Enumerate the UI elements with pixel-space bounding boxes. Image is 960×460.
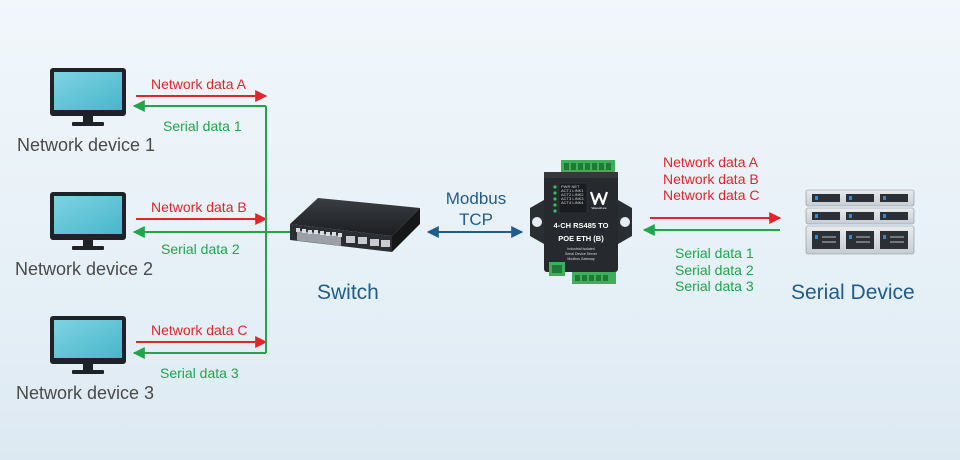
right-serial-data-2: Serial data 2	[675, 262, 754, 278]
right-network-data-c: Network data C	[663, 187, 760, 203]
network-data-c-label: Network data C	[151, 322, 248, 338]
protocol-label-line1: Modbus	[445, 189, 507, 208]
serial-device-label: Serial Device	[791, 281, 915, 304]
network-device-2-label: Network device 2	[15, 259, 154, 279]
gateway-subtitle-3: Modbus Gateway	[567, 257, 595, 261]
network-device-3-label: Network device 3	[16, 383, 155, 403]
gateway-device-icon	[530, 160, 632, 284]
server-rack-icon	[805, 189, 915, 255]
right-serial-data-1: Serial data 1	[675, 245, 754, 261]
right-network-data-b: Network data B	[663, 171, 759, 187]
network-device-1-label: Network device 1	[17, 135, 156, 155]
serial-data-2-label: Serial data 2	[161, 241, 240, 257]
gateway-led-labels: PWR NET ACT1 LINK1 ACT2 LINK2 ACT3 LINK3…	[561, 184, 584, 205]
serial-data-1-label: Serial data 1	[163, 118, 242, 134]
network-data-b-label: Network data B	[151, 199, 247, 215]
monitor-icon-3	[50, 316, 126, 374]
network-data-a-label: Network data A	[151, 76, 246, 92]
monitor-icon-2	[50, 192, 126, 250]
gateway-title-line1: 4-CH RS485 TO	[553, 221, 609, 230]
gateway-subtitle-1: Industrial Isolated	[567, 247, 595, 251]
gateway-subtitle-2: Serial Device Server	[565, 252, 597, 256]
monitor-icon-1	[50, 68, 126, 126]
protocol-label-line2: TCP	[459, 210, 493, 229]
gateway-title-line2: POE ETH (B)	[558, 234, 604, 243]
switch-label: Switch	[317, 281, 379, 304]
switch-icon	[290, 198, 420, 252]
gateway-brand: Waveshare	[591, 206, 607, 210]
serial-data-3-label: Serial data 3	[160, 365, 239, 381]
right-network-data-a: Network data A	[663, 154, 758, 170]
right-serial-data-3: Serial data 3	[675, 278, 754, 294]
